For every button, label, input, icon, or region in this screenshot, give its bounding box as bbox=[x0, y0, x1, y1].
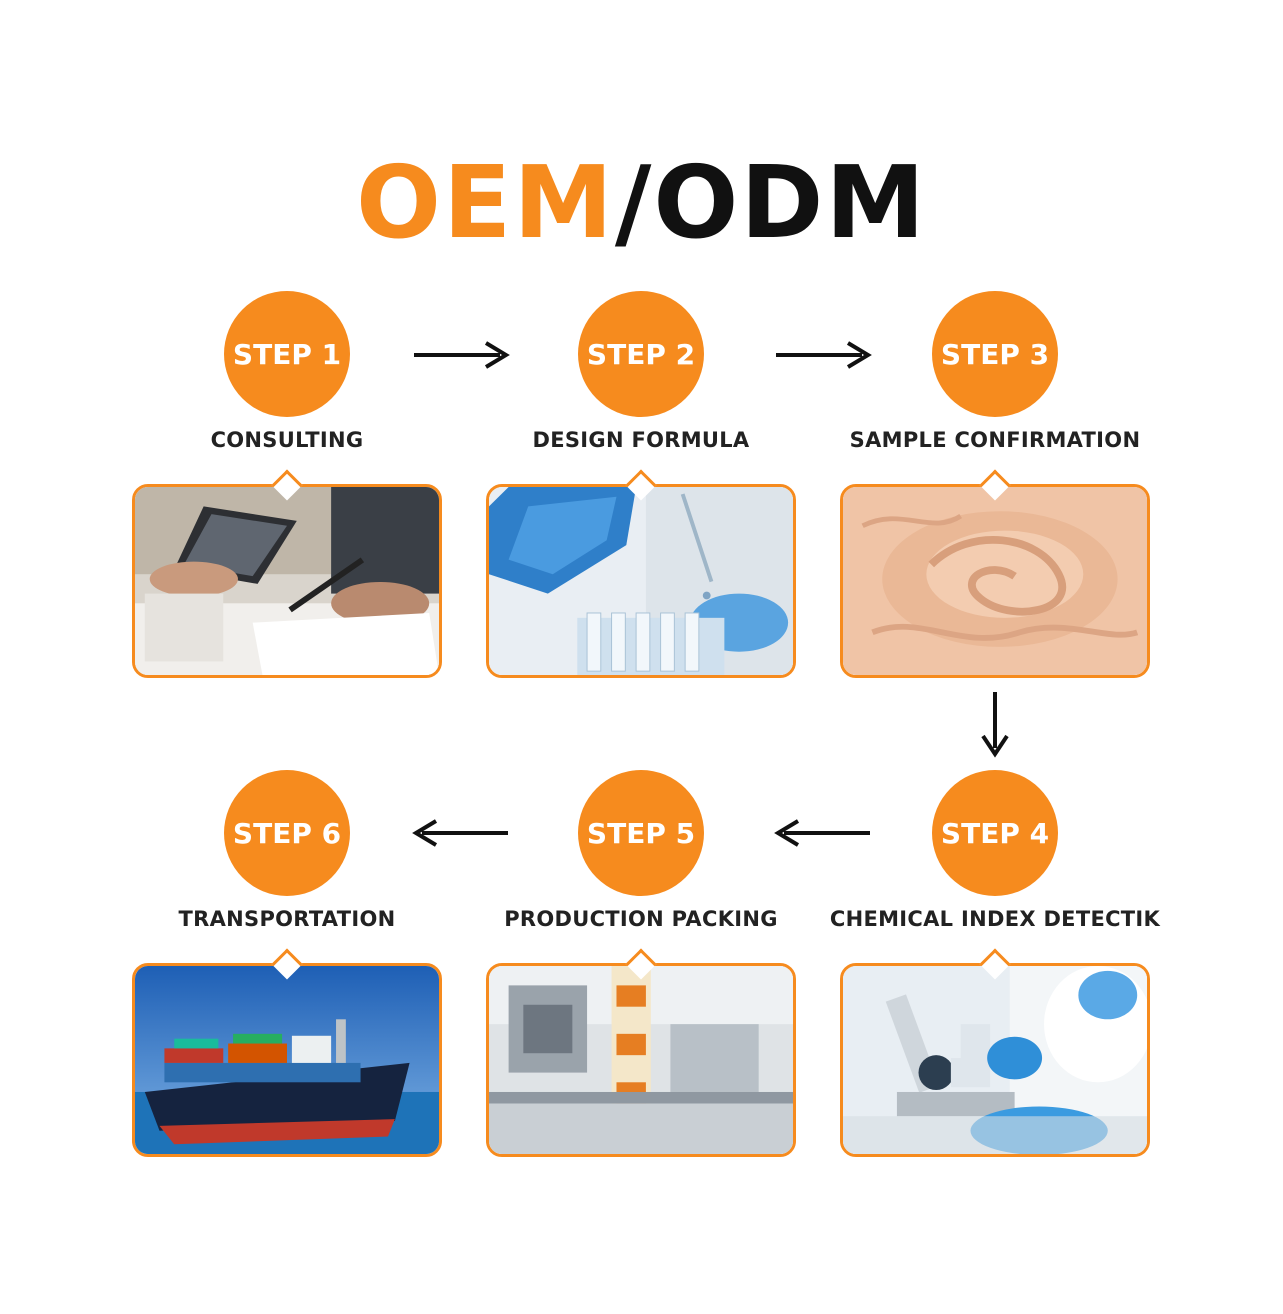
title-oem: OEM bbox=[356, 144, 615, 261]
arrow-left-icon bbox=[774, 818, 872, 848]
step-1-number: STEP 1 bbox=[232, 337, 342, 371]
step-2-label: DESIGN FORMULA bbox=[532, 428, 750, 452]
page-title: OEM/ODM bbox=[0, 148, 1283, 258]
step-5-badge: STEP 5 bbox=[578, 770, 704, 896]
step-1-badge: STEP 1 bbox=[224, 291, 350, 417]
arrow-down-icon bbox=[980, 690, 1010, 758]
step-5-label: PRODUCTION PACKING bbox=[504, 907, 778, 931]
chemical-detection-photo bbox=[840, 948, 1150, 1157]
transportation-photo bbox=[132, 948, 442, 1157]
step-4-number: STEP 4 bbox=[940, 816, 1050, 850]
step-1-label: CONSULTING bbox=[210, 428, 364, 452]
production-packing-photo bbox=[486, 948, 796, 1157]
microscope-lab-illustration bbox=[843, 966, 1147, 1154]
step-5-number: STEP 5 bbox=[586, 816, 696, 850]
consulting-photo bbox=[132, 469, 442, 678]
cream-texture-illustration bbox=[843, 487, 1147, 675]
design-formula-photo bbox=[486, 469, 796, 678]
arrow-left-icon bbox=[412, 818, 510, 848]
arrow-right-icon bbox=[412, 340, 510, 370]
step-6-number: STEP 6 bbox=[232, 816, 342, 850]
step-4-label: CHEMICAL INDEX DETECTIK bbox=[829, 907, 1161, 931]
title-odm: ODM bbox=[653, 144, 927, 261]
step-3-label: SAMPLE CONFIRMATION bbox=[849, 428, 1141, 452]
step-6-label: TRANSPORTATION bbox=[178, 907, 396, 931]
step-4-badge: STEP 4 bbox=[932, 770, 1058, 896]
packing-machine-illustration bbox=[489, 966, 793, 1154]
step-2-number: STEP 2 bbox=[586, 337, 696, 371]
sample-cream-photo bbox=[840, 469, 1150, 678]
step-3-badge: STEP 3 bbox=[932, 291, 1058, 417]
laboratory-illustration bbox=[489, 487, 793, 675]
arrow-right-icon bbox=[774, 340, 872, 370]
title-separator: / bbox=[614, 144, 654, 261]
consulting-illustration bbox=[135, 487, 439, 675]
step-2-badge: STEP 2 bbox=[578, 291, 704, 417]
step-3-number: STEP 3 bbox=[940, 337, 1050, 371]
cargo-ship-illustration bbox=[135, 966, 439, 1154]
step-6-badge: STEP 6 bbox=[224, 770, 350, 896]
